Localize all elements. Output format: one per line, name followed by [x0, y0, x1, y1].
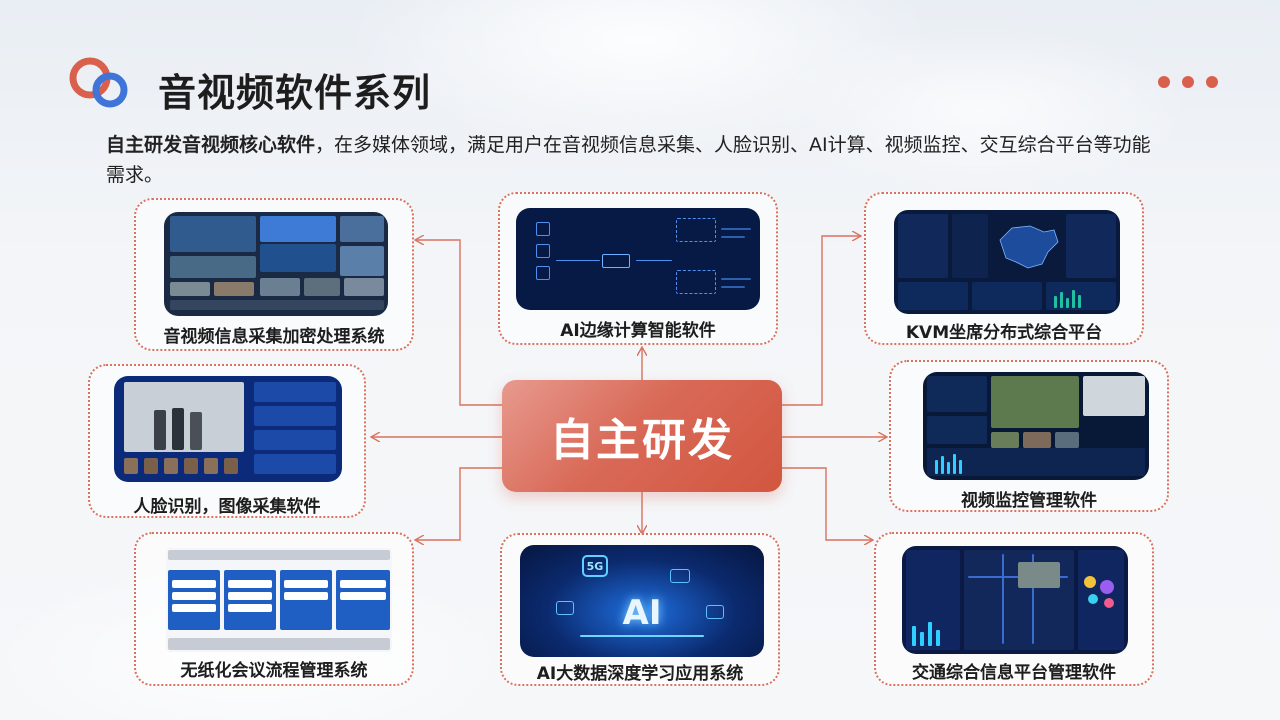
- card-traffic[interactable]: 交通综合信息平台管理软件: [874, 532, 1154, 686]
- china-map-icon: [999, 225, 1059, 269]
- intro-rest: ，在多媒体领域，满足用户在音视频信息采集、人脸识别、AI计算、视频监控、交互综合…: [106, 134, 1151, 186]
- ai-edge-screenshot: [516, 208, 760, 310]
- traffic-screenshot: [902, 546, 1128, 654]
- card-ai-edge[interactable]: AI边缘计算智能软件: [498, 192, 778, 345]
- card-paperless[interactable]: 无纸化会议流程管理系统: [134, 532, 414, 686]
- kvm-screenshot: [894, 210, 1120, 314]
- av-capture-label: 音视频信息采集加密处理系统: [163, 327, 385, 347]
- av-capture-screenshot: [164, 212, 388, 316]
- badge-5g: 5G: [582, 555, 608, 577]
- ai-bigdata-screenshot: 5G AI: [520, 545, 764, 657]
- card-ai-bigdata[interactable]: 5G AI AI大数据深度学习应用系统: [500, 533, 780, 686]
- kvm-label: KVM坐席分布式综合平台: [905, 323, 1103, 343]
- dot-icon: [1206, 76, 1218, 88]
- video-monitor-label: 视频监控管理软件: [961, 491, 1097, 511]
- decor-dots: [1158, 76, 1218, 88]
- video-monitor-screenshot: [923, 372, 1149, 480]
- card-video-monitor[interactable]: 视频监控管理软件: [889, 360, 1169, 512]
- face-screenshot: [114, 376, 342, 482]
- face-label: 人脸识别，图像采集软件: [133, 497, 321, 517]
- intro-bold: 自主研发音视频核心软件: [106, 134, 316, 156]
- traffic-label: 交通综合信息平台管理软件: [912, 663, 1116, 683]
- dot-icon: [1158, 76, 1170, 88]
- paperless-label: 无纸化会议流程管理系统: [180, 661, 368, 681]
- page-title: 音视频软件系列: [158, 71, 432, 115]
- paperless-screenshot: [166, 548, 392, 652]
- card-face[interactable]: 人脸识别，图像采集软件: [88, 364, 366, 518]
- ai-edge-label: AI边缘计算智能软件: [560, 321, 716, 341]
- logo-icon: [69, 57, 128, 108]
- center-box: 自主研发: [502, 380, 782, 492]
- badge-ai: AI: [622, 593, 662, 633]
- dot-icon: [1182, 76, 1194, 88]
- card-kvm[interactable]: KVM坐席分布式综合平台: [864, 192, 1144, 345]
- ai-bigdata-label: AI大数据深度学习应用系统: [536, 664, 744, 684]
- intro-text: 自主研发音视频核心软件，在多媒体领域，满足用户在音视频信息采集、人脸识别、AI计…: [106, 130, 1166, 190]
- card-av-capture[interactable]: 音视频信息采集加密处理系统: [134, 198, 414, 351]
